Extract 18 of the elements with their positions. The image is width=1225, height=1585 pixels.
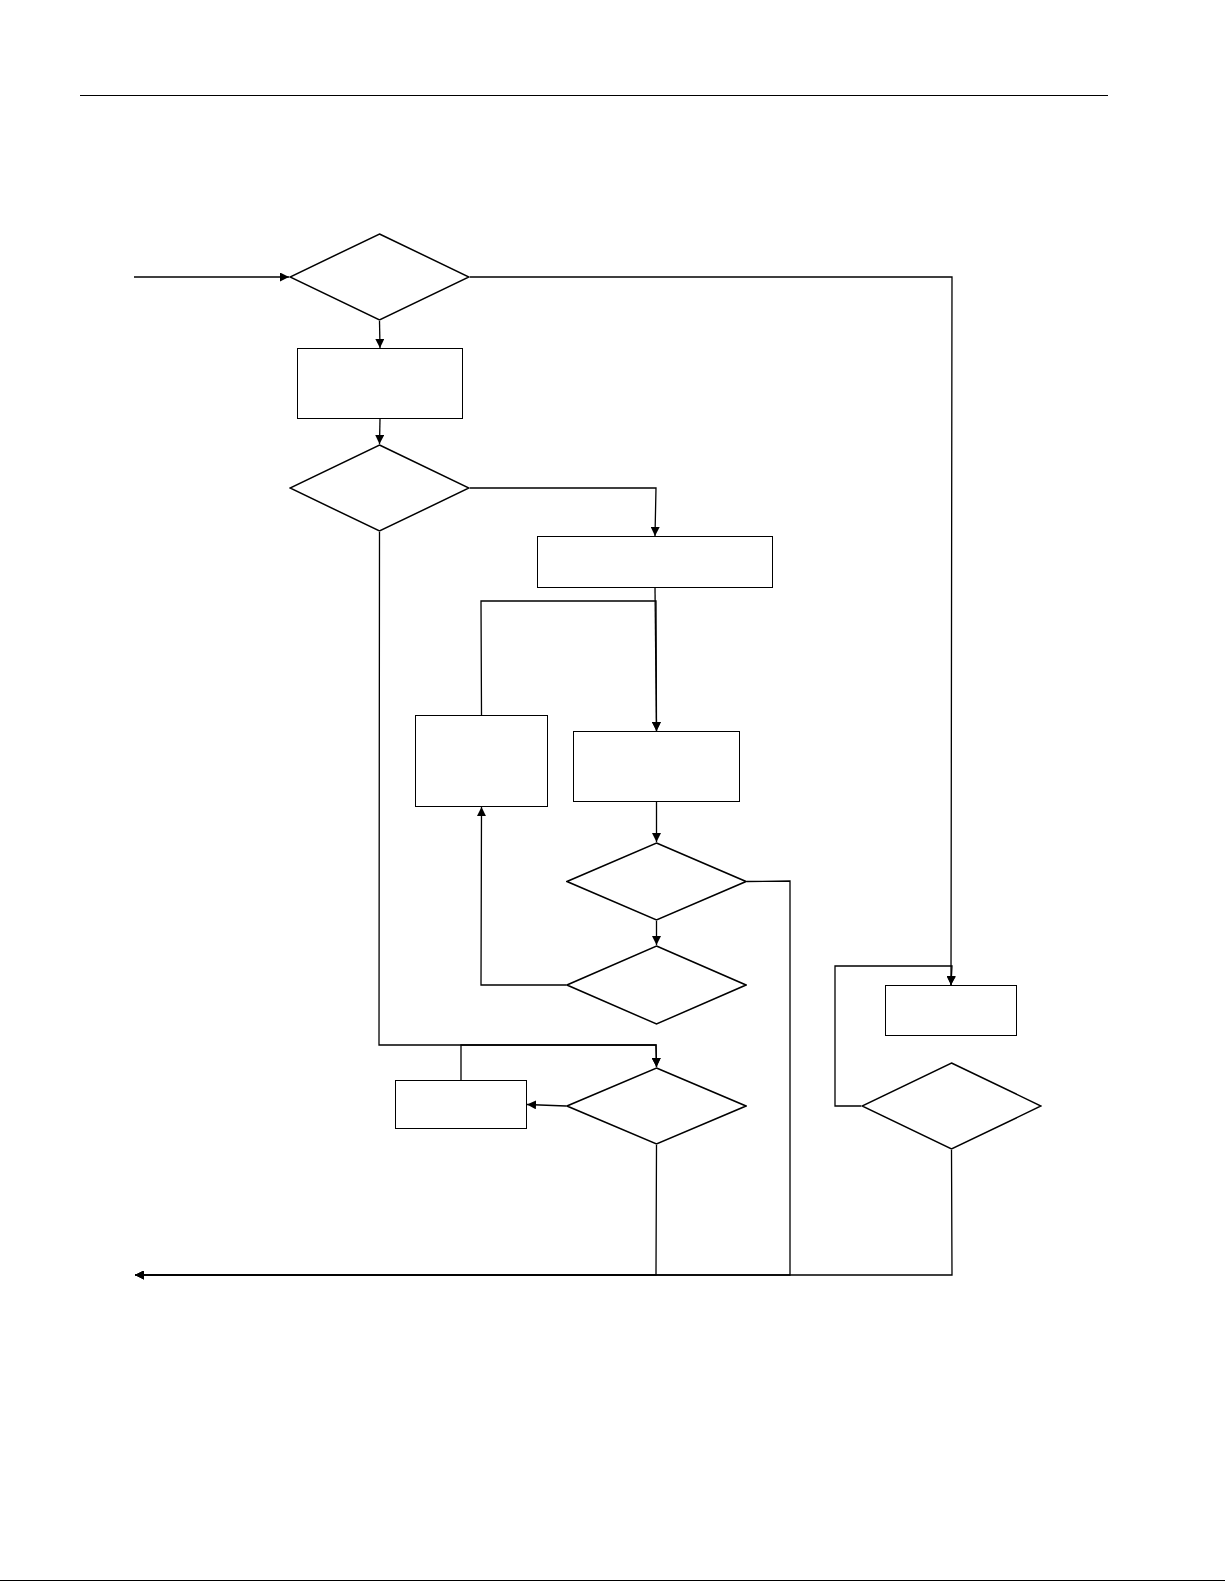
arrow — [480, 600, 661, 732]
process-box — [573, 731, 740, 802]
arrow — [134, 1149, 953, 1280]
process-box — [297, 348, 463, 419]
arrow — [476, 806, 567, 986]
arrow — [133, 272, 290, 282]
arrow — [375, 418, 385, 445]
arrow — [652, 920, 661, 946]
process-box — [415, 715, 548, 807]
arrow — [834, 965, 956, 1107]
arrow — [652, 801, 661, 843]
arrow — [460, 1044, 661, 1081]
arrow — [469, 487, 660, 537]
process-box — [885, 985, 1017, 1036]
process-box — [537, 536, 773, 588]
arrow — [375, 320, 385, 349]
process-box — [395, 1080, 527, 1129]
arrow — [526, 1100, 567, 1110]
